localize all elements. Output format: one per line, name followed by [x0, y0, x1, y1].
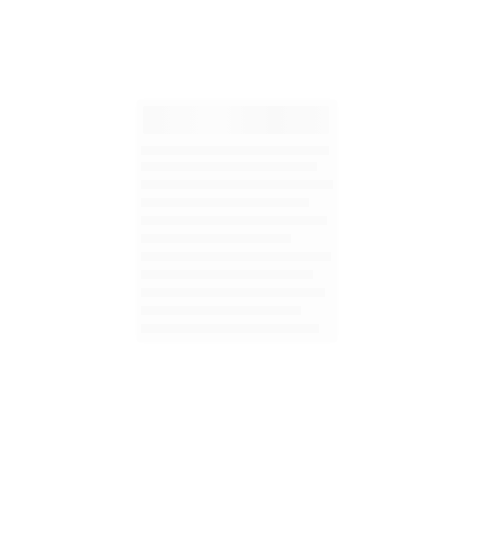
placeholder-title-block	[143, 106, 329, 134]
placeholder-line	[141, 270, 313, 279]
placeholder-line	[141, 252, 331, 261]
placeholder-line	[141, 146, 329, 155]
placeholder-line	[141, 198, 309, 207]
placeholder-line	[141, 288, 325, 297]
placeholder-line	[141, 234, 291, 243]
placeholder-line	[141, 216, 327, 225]
placeholder-line	[141, 162, 317, 171]
placeholder-line	[141, 180, 333, 189]
placeholder-line	[141, 306, 301, 315]
placeholder-line	[141, 324, 319, 333]
faded-content-placeholder	[137, 100, 337, 342]
